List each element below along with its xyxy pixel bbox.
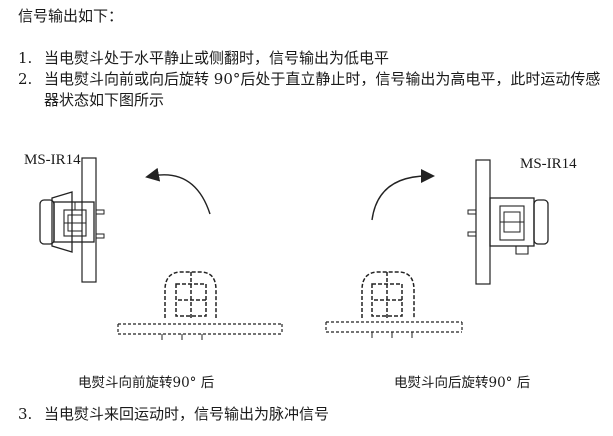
left-rotation-arrow [145,167,211,215]
left-iron-outline [164,271,217,318]
output-list-bottom: 3. 当电熨斗来回运动时，信号输出为脉冲信号 [18,404,608,425]
right-pin [467,231,477,237]
left-figure [39,157,283,340]
right-figure [325,159,549,338]
list-item-text: 当电熨斗处于水平静止或侧翻时，信号输出为低电平 [44,49,390,67]
right-board [475,159,491,285]
list-item-number: 2. [18,70,33,88]
right-sensor [489,197,549,255]
right-caption: 电熨斗向后旋转90° 后 [394,375,531,391]
right-base-plate [325,321,463,333]
left-base-plate [117,323,283,335]
list-item-text: 当电熨斗向前或向后旋转 90°后处于直立静止时，信号输出为高电平，此时运动传感器… [44,70,601,109]
list-item: 3. 当电熨斗来回运动时，信号输出为脉冲信号 [18,404,608,425]
right-base-feet [371,332,413,338]
right-rotation-arrow [371,169,435,221]
right-iron-outline [361,271,415,318]
left-base-feet [161,334,203,340]
list-item: 2. 当电熨斗向前或向后旋转 90°后处于直立静止时，信号输出为高电平，此时运动… [18,69,608,111]
list-item-text: 当电熨斗来回运动时，信号输出为脉冲信号 [44,405,330,423]
list-item-number: 3. [18,405,33,423]
left-sensor [39,191,95,253]
right-pin [467,209,477,215]
left-pin [95,209,105,215]
rotation-diagram: MS-IR14 MS-IR14 电熨斗向前旋转90° 后 电熨斗向后旋转90° … [0,140,613,400]
list-item-number: 1. [18,49,33,67]
rotation-diagram-svg [39,157,549,340]
left-model-label: MS-IR14 [24,152,81,168]
right-model-label: MS-IR14 [520,156,577,172]
list-item: 1. 当电熨斗处于水平静止或侧翻时，信号输出为低电平 [18,48,608,69]
output-list-top: 1. 当电熨斗处于水平静止或侧翻时，信号输出为低电平 2. 当电熨斗向前或向后旋… [18,48,608,111]
left-pin [95,233,105,239]
left-caption: 电熨斗向前旋转90° 后 [78,375,215,391]
section-heading: 信号输出如下： [18,7,124,25]
